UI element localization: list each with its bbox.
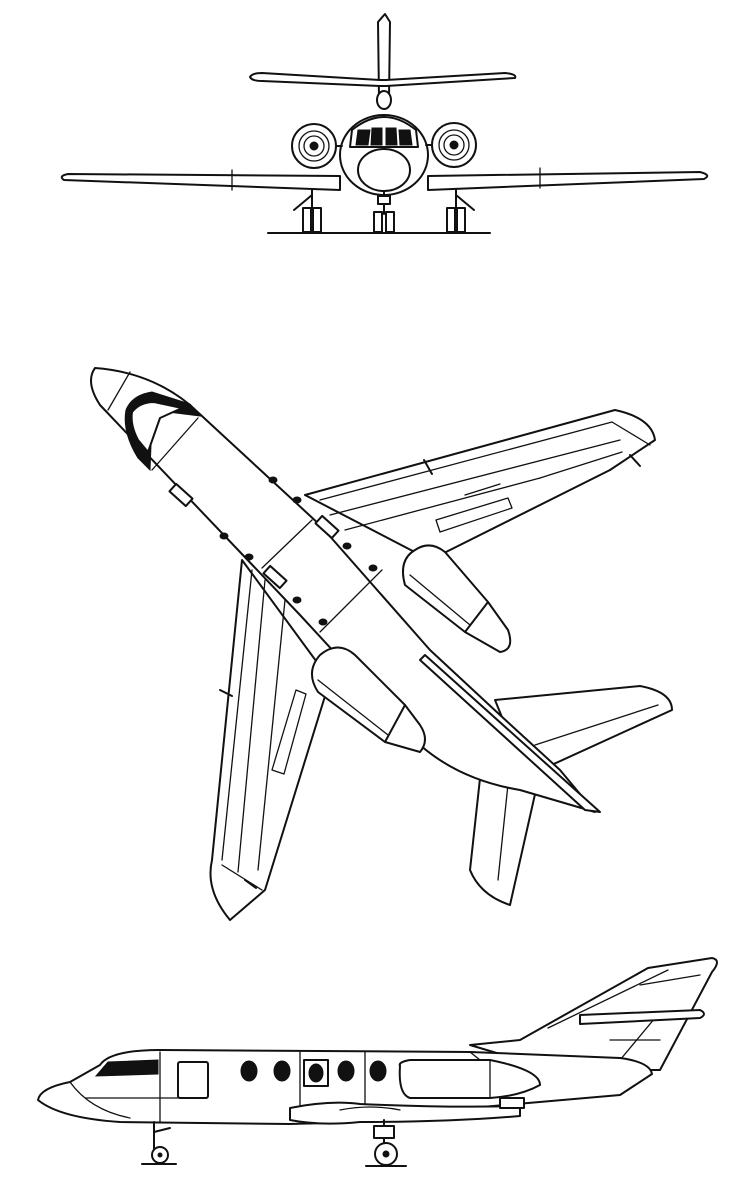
upper-engine xyxy=(402,544,512,653)
fairing-hatch xyxy=(499,1097,525,1109)
upper-wing xyxy=(304,409,656,561)
side-stabilizer xyxy=(579,1009,705,1025)
cockpit-frame-line xyxy=(151,417,199,471)
right-wing xyxy=(427,171,709,191)
radome-line xyxy=(107,371,131,411)
main-gear-left xyxy=(293,189,322,233)
center-section-line xyxy=(319,569,383,633)
side-engine xyxy=(398,1051,541,1099)
side-cabin-windows xyxy=(240,1059,387,1087)
cabin-windows xyxy=(219,476,378,626)
door-outline xyxy=(168,482,194,508)
front-view xyxy=(60,13,709,234)
side-main-gear xyxy=(365,1119,407,1167)
cockpit-frames xyxy=(130,401,183,453)
emergency-exit xyxy=(314,514,340,540)
nose-cone-line xyxy=(69,1081,131,1119)
windshield-panes xyxy=(355,127,413,146)
nose-radome xyxy=(357,148,411,192)
cabin-door xyxy=(177,1061,209,1099)
side-view xyxy=(37,957,718,1167)
fin-top xyxy=(419,654,601,813)
side-nose-gear xyxy=(141,1121,177,1165)
lower-engine xyxy=(311,646,426,753)
tail-junction xyxy=(376,90,392,110)
main-gear-right xyxy=(446,189,475,233)
left-engine xyxy=(291,123,343,169)
windshield-frames xyxy=(111,1061,147,1075)
wing-root-line xyxy=(261,519,313,569)
top-view xyxy=(90,367,673,921)
lower-wing xyxy=(209,559,331,921)
right-engine xyxy=(425,122,477,168)
nose-gear xyxy=(373,191,395,233)
wing-fairing xyxy=(289,1101,521,1125)
horizontal-stabilizer xyxy=(249,72,517,87)
fairing-detail xyxy=(339,1106,401,1111)
side-tail xyxy=(469,957,718,1071)
left-wing xyxy=(60,173,341,191)
emergency-exit-lower xyxy=(262,564,288,590)
side-windshield xyxy=(94,1059,159,1077)
